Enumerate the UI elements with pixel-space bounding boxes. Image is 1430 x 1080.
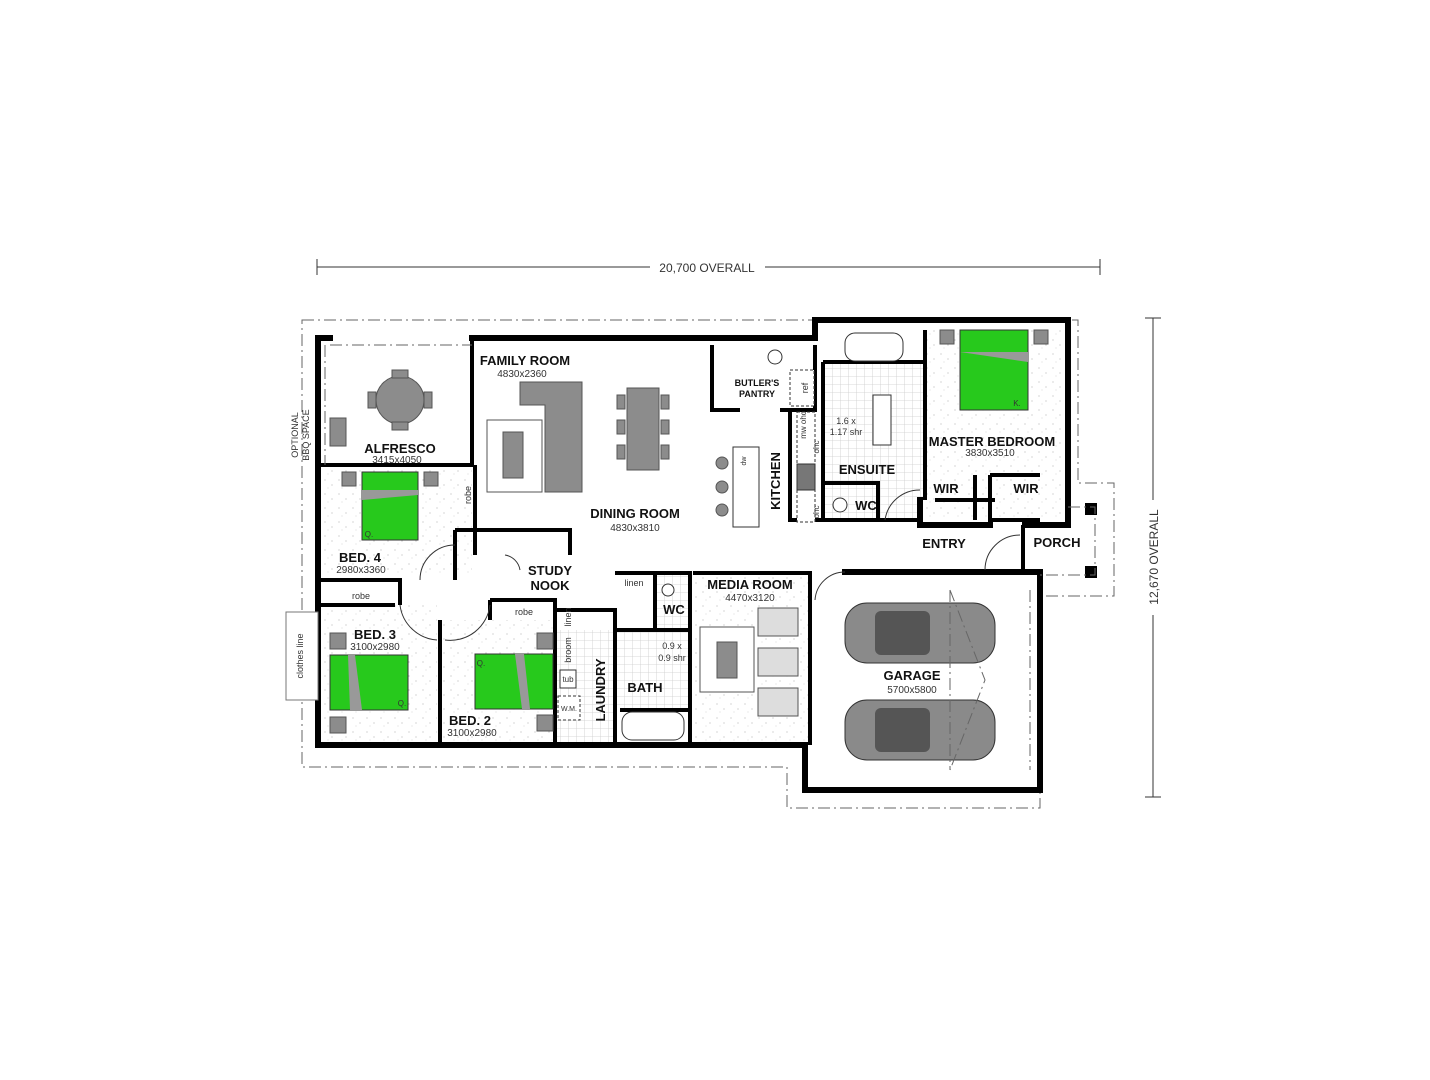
- bbq: [329, 417, 347, 447]
- broom-label: broom: [563, 637, 573, 663]
- study-nook-label-2: NOOK: [531, 578, 571, 593]
- bath-shower-label-1: 0.9 x: [662, 641, 682, 651]
- exterior-walls: [315, 317, 1071, 793]
- interior-walls: [318, 330, 1040, 745]
- outdoor-dining-set: [367, 369, 433, 431]
- master-bedroom-size: 3830x3510: [965, 448, 1015, 459]
- overall-depth-dimension: 12,670 OVERALL: [1145, 317, 1161, 798]
- dining-room-size: 4830x3810: [610, 523, 660, 534]
- ensuite-shower-label-2: 1.17 shr: [830, 427, 863, 437]
- media-table: [716, 641, 738, 679]
- wir-label: WIR: [1013, 481, 1039, 496]
- coffee-table: [502, 431, 524, 479]
- queen-bed-bed3: Q.: [329, 632, 409, 734]
- sofa: [519, 381, 583, 493]
- bath-shower-label-2: 0.9 shr: [658, 653, 686, 663]
- robe-label: robe: [463, 486, 473, 504]
- overall-width-label: 20,700 OVERALL: [659, 261, 755, 275]
- master-bedroom-label: MASTER BEDROOM: [929, 434, 1055, 449]
- dining-table: [616, 387, 670, 471]
- queen-bed-bed2: Q.: [474, 632, 554, 732]
- butlers-pantry-label-1: BUTLER'S: [735, 378, 780, 388]
- pantry-sink: [767, 349, 783, 365]
- ohc-label: ohc: [812, 441, 821, 454]
- ensuite-label: ENSUITE: [839, 462, 896, 477]
- family-room-size: 4830x2360: [497, 369, 547, 380]
- bathtub: [621, 711, 685, 741]
- bed3-size: 3100x2980: [350, 642, 400, 653]
- overall-depth-label: 12,670 OVERALL: [1147, 509, 1161, 605]
- media-room-label: MEDIA ROOM: [707, 577, 792, 592]
- garage-door-swing: [949, 589, 1031, 771]
- queen-bed-bed4: Q.: [341, 471, 439, 541]
- bed2-size: 3100x2980: [447, 728, 497, 739]
- bed3-label: BED. 3: [354, 627, 396, 642]
- entry-label: ENTRY: [922, 536, 966, 551]
- cooktop: [796, 463, 816, 491]
- wir-label: WIR: [933, 481, 959, 496]
- clothes-line: [285, 611, 319, 701]
- recliner: [757, 647, 799, 677]
- robe-label: robe: [515, 607, 533, 617]
- dining-room-label: DINING ROOM: [590, 506, 680, 521]
- king-bed: K.: [939, 329, 1049, 411]
- overall-width-dimension: 20,700 OVERALL: [316, 259, 1101, 275]
- svg-text:Q.: Q.: [365, 530, 373, 539]
- bed4-label: BED. 4: [339, 550, 382, 565]
- ensuite-shower-label-1: 1.6 x: [836, 416, 856, 426]
- toilet: [661, 583, 675, 597]
- alfresco-size: 3415x4050: [372, 455, 422, 466]
- fridge-space: [789, 369, 815, 407]
- butlers-pantry-label-2: PANTRY: [739, 389, 775, 399]
- stool: [715, 480, 729, 494]
- robe-label: robe: [352, 591, 370, 601]
- linen-label: linen: [563, 607, 573, 626]
- ref-label: ref: [800, 382, 810, 393]
- stool: [715, 503, 729, 517]
- tub-label: tub: [562, 675, 574, 684]
- bath-label: BATH: [627, 680, 662, 695]
- recliner: [757, 687, 799, 717]
- stool: [715, 456, 729, 470]
- doors: [399, 489, 1021, 641]
- ensuite-wc-label: WC: [855, 498, 877, 513]
- laundry-label: LAUNDRY: [593, 658, 608, 721]
- wc-label: WC: [663, 602, 685, 617]
- garage-label: GARAGE: [883, 668, 940, 683]
- garage-size: 5700x5800: [887, 685, 937, 696]
- washing-machine-space: [557, 695, 581, 721]
- laundry-tub: [559, 669, 577, 689]
- svg-text:K.: K.: [1013, 399, 1021, 408]
- porch-post: [1085, 503, 1097, 515]
- svg-text:Q.: Q.: [398, 699, 406, 708]
- recliner: [757, 607, 799, 637]
- mw-ohc-label: mw ohc: [799, 411, 808, 439]
- vanity: [872, 394, 892, 446]
- bed2-label: BED. 2: [449, 713, 491, 728]
- svg-text:Q.: Q.: [477, 659, 485, 668]
- ohc-label: ohc: [812, 506, 821, 519]
- car: [844, 602, 996, 664]
- clothes-line-label: clothes line: [295, 633, 305, 678]
- toilet: [832, 497, 848, 513]
- wm-label: W.M.: [561, 706, 577, 713]
- media-room-size: 4470x3120: [725, 593, 775, 604]
- study-nook-label-1: STUDY: [528, 563, 572, 578]
- bed4-size: 2980x3360: [336, 565, 386, 576]
- ensuite-bath: [844, 332, 904, 362]
- kitchen-label: KITCHEN: [768, 452, 783, 510]
- porch-label: PORCH: [1034, 535, 1081, 550]
- family-room-label: FAMILY ROOM: [480, 353, 570, 368]
- linen-label: linen: [624, 578, 643, 588]
- car: [844, 699, 996, 761]
- kitchen-island: [732, 446, 760, 528]
- alfresco-label: ALFRESCO: [364, 441, 436, 456]
- dw-label: dw: [741, 456, 748, 466]
- bbq-label-1: OPTIONAL: [290, 412, 300, 458]
- bbq-label-2: BBQ SPACE: [301, 409, 311, 460]
